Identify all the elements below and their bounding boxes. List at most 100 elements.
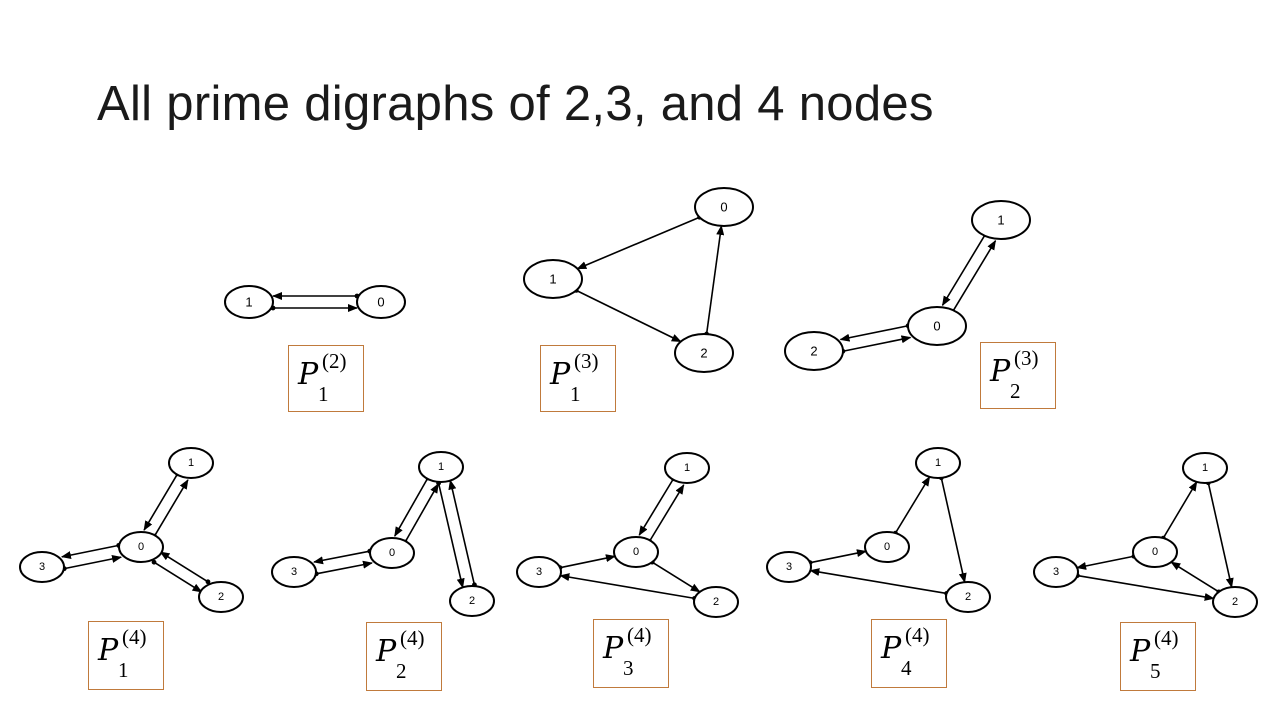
node-2: 2 xyxy=(449,585,495,617)
node-ellipse xyxy=(694,187,754,227)
node-0: 0 xyxy=(907,306,967,346)
node-ellipse xyxy=(19,551,65,583)
label-subscript: 4 xyxy=(901,656,912,680)
node-label: 1 xyxy=(1202,462,1208,474)
node-0: 0 xyxy=(613,536,659,568)
label-letter: P xyxy=(990,354,1011,389)
edge-1-to-2 xyxy=(437,482,465,589)
node-label: 1 xyxy=(188,457,194,469)
node-ellipse xyxy=(1182,452,1228,484)
label-subscript: 2 xyxy=(1010,379,1021,403)
node-ellipse xyxy=(971,200,1031,240)
node-1: 1 xyxy=(664,452,710,484)
label-letter: P xyxy=(1130,634,1151,669)
node-0: 0 xyxy=(356,285,406,319)
node-label: 0 xyxy=(884,541,890,553)
node-label: 3 xyxy=(291,566,297,578)
edge-0-to-2 xyxy=(839,324,909,342)
edge-2-to-0 xyxy=(1170,561,1220,593)
digraph-p1-4: 1 0 3 2 xyxy=(19,447,244,613)
node-label: 0 xyxy=(138,541,144,553)
node-ellipse xyxy=(613,536,659,568)
node-label: 1 xyxy=(245,295,252,310)
node-label: 2 xyxy=(469,595,475,607)
node-label: 2 xyxy=(1232,596,1238,608)
edge-1-to-0 xyxy=(143,473,179,531)
edge-0-to-1 xyxy=(952,239,997,312)
label-letter: P xyxy=(550,357,571,392)
node-ellipse xyxy=(369,537,415,569)
node-0: 0 xyxy=(118,531,164,563)
node-label: 2 xyxy=(713,596,719,608)
node-ellipse xyxy=(271,556,317,588)
edge-tail-dot xyxy=(205,579,211,585)
node-3: 3 xyxy=(1033,556,1079,588)
edge-3-to-0 xyxy=(809,549,867,564)
label-superscript: (4) xyxy=(122,625,147,649)
node-ellipse xyxy=(356,285,406,319)
edge-1-to-0 xyxy=(394,477,429,537)
node-0: 0 xyxy=(864,531,910,563)
label-subscript: 2 xyxy=(396,659,407,683)
edge-0-to-1 xyxy=(153,479,189,537)
node-1: 1 xyxy=(168,447,214,479)
edge-0-to-3 xyxy=(1076,555,1135,570)
node-label: 3 xyxy=(39,561,45,573)
digraph-p5-4: 1 0 3 2 xyxy=(1033,452,1258,618)
node-ellipse xyxy=(915,447,961,479)
label-p2-3: P(3) 2 xyxy=(980,342,1056,409)
node-label: 3 xyxy=(1053,566,1059,578)
digraph-p3-4: 1 0 3 2 xyxy=(516,452,739,618)
edge-1-to-2 xyxy=(1207,482,1234,589)
edge-3-to-0 xyxy=(559,554,616,569)
node-label: 2 xyxy=(218,591,224,603)
node-3: 3 xyxy=(516,556,562,588)
node-ellipse xyxy=(907,306,967,346)
node-2: 2 xyxy=(198,581,244,613)
node-ellipse xyxy=(516,556,562,588)
edge-3-to-0 xyxy=(64,555,123,570)
node-label: 0 xyxy=(1152,546,1158,558)
node-1: 1 xyxy=(224,285,274,319)
node-ellipse xyxy=(418,451,464,483)
label-superscript: (3) xyxy=(574,349,599,373)
label-superscript: (3) xyxy=(1014,346,1039,370)
node-1: 1 xyxy=(418,451,464,483)
edge-1-to-0 xyxy=(941,234,986,307)
node-label: 1 xyxy=(997,213,1004,228)
label-p1-2: P(2)1 xyxy=(288,345,364,412)
node-3: 3 xyxy=(19,551,65,583)
digraph-p1-3: 012 xyxy=(523,187,754,373)
node-2: 2 xyxy=(693,586,739,618)
edge-0-to-1 xyxy=(894,476,931,534)
edge-0-to-1 xyxy=(1162,481,1198,539)
edge-2-to-3 xyxy=(559,573,695,600)
node-ellipse xyxy=(1212,586,1258,618)
node-label: 1 xyxy=(438,461,444,473)
edge-2-to-0 xyxy=(842,335,912,353)
edge-1-to-0 xyxy=(638,478,675,536)
slide-title: All prime digraphs of 2,3, and 4 nodes xyxy=(97,77,934,131)
edge-2-to-1 xyxy=(448,479,476,586)
edge-2-to-0 xyxy=(705,224,725,335)
label-superscript: (4) xyxy=(400,626,425,650)
node-ellipse xyxy=(664,452,710,484)
node-label: 3 xyxy=(786,561,792,573)
label-p4-4: P(4)4 xyxy=(871,619,947,688)
edge-tail-dot xyxy=(151,559,157,565)
node-3: 3 xyxy=(766,551,812,583)
node-2: 2 xyxy=(674,333,734,373)
node-ellipse xyxy=(198,581,244,613)
node-ellipse xyxy=(864,531,910,563)
node-label: 0 xyxy=(933,319,940,334)
node-label: 3 xyxy=(536,566,542,578)
edge-0-to-1 xyxy=(648,484,685,542)
edge-0-to-1 xyxy=(404,483,439,543)
node-1: 1 xyxy=(915,447,961,479)
node-label: 1 xyxy=(935,457,941,469)
node-ellipse xyxy=(523,259,583,299)
label-letter: P xyxy=(603,631,624,666)
